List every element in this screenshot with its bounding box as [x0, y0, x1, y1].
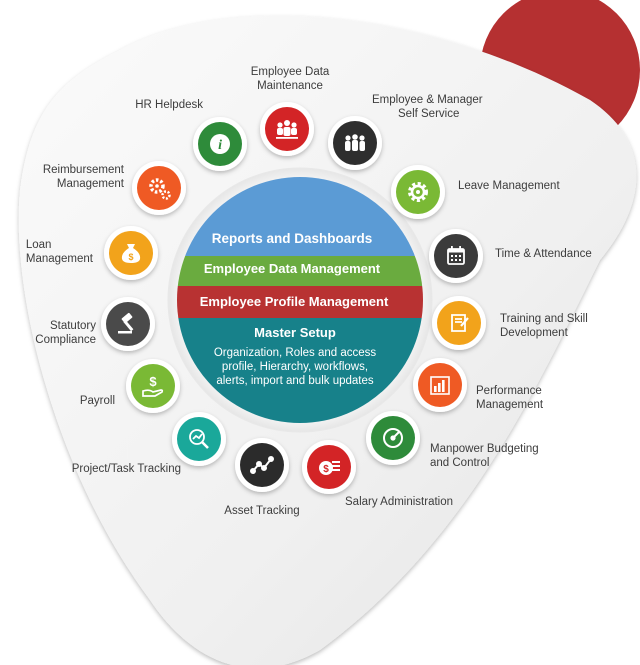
label-line: Salary Administration	[345, 496, 454, 508]
band-data-management	[177, 256, 423, 286]
label-employee-data-maintenance: Employee Data Maintenance	[251, 65, 330, 93]
label-line: Reimbursement	[42, 164, 124, 176]
label-line: Employee Data	[250, 66, 330, 78]
label-hr-helpdesk: HR Helpdesk	[135, 98, 203, 112]
module-loan-management[interactable]: $	[104, 226, 158, 280]
label-time-attendance: Time & Attendance	[495, 247, 592, 261]
module-circle	[131, 364, 175, 408]
gauge-icon	[383, 428, 403, 448]
module-performance-management[interactable]	[413, 358, 467, 412]
info-icon: i	[210, 134, 230, 154]
module-leave-management[interactable]	[391, 165, 445, 219]
module-payroll[interactable]: $	[126, 359, 180, 413]
label-performance-management: Performance Management	[476, 384, 543, 412]
module-statutory-compliance[interactable]	[101, 297, 155, 351]
label-line: HR Helpdesk	[135, 99, 203, 111]
label-line: Compliance	[35, 334, 96, 346]
label-manpower-budgeting: Manpower Budgeting and Control	[430, 442, 539, 470]
label-salary-administration: Salary Administration	[345, 495, 453, 509]
gear-icon	[408, 182, 428, 202]
module-employee-manager-self-service[interactable]	[328, 116, 382, 170]
certificate-icon	[451, 314, 469, 332]
label-line: Manpower Budgeting	[430, 443, 539, 455]
label-line: Loan	[25, 239, 52, 251]
label-asset-tracking: Asset Tracking	[224, 504, 299, 518]
svg-text:$: $	[128, 252, 133, 262]
money-icon: $	[319, 461, 340, 475]
reports-dashboards-label: Reports and Dashboards	[212, 231, 373, 246]
chart-magnifier-icon	[189, 429, 209, 449]
label-statutory-compliance: Statutory Compliance	[35, 319, 96, 347]
money-bag-icon: $	[121, 244, 141, 263]
master-setup-line-2: profile, Hierarchy, workflows,	[222, 361, 368, 373]
label-line: Asset Tracking	[224, 505, 300, 517]
label-project-task-tracking: Project/Task Tracking	[72, 462, 181, 476]
master-setup-line-1: Organization, Roles and access	[214, 347, 377, 359]
module-employee-data-maintenance[interactable]	[260, 102, 314, 156]
employee-data-management-label: Employee Data Management	[204, 261, 381, 276]
module-icons: $ $	[101, 102, 486, 494]
master-setup-line-3: alerts, import and bulk updates	[216, 375, 374, 387]
gavel-icon	[118, 312, 134, 334]
label-reimbursement-management: Reimbursement Management	[43, 163, 124, 191]
master-setup-title: Master Setup	[254, 325, 336, 340]
label-line: Performance	[476, 385, 542, 397]
module-asset-tracking[interactable]	[235, 438, 289, 492]
label-leave-management: Leave Management	[458, 179, 560, 193]
label-line: Management	[25, 253, 93, 265]
label-line: Development	[500, 327, 568, 339]
group-presentation-icon	[345, 134, 365, 151]
label-line: Project/Task Tracking	[71, 463, 181, 475]
label-loan-management: Loan Management	[26, 238, 93, 266]
label-line: and Control	[430, 457, 490, 469]
gears-icon	[149, 178, 171, 200]
module-salary-administration[interactable]: $	[302, 440, 356, 494]
label-line: Statutory	[49, 320, 96, 332]
center-core	[177, 177, 423, 423]
label-line: Payroll	[79, 395, 115, 407]
module-project-task-tracking[interactable]	[172, 412, 226, 466]
label-line: Time & Attendance	[495, 248, 592, 260]
bar-chart-icon	[430, 376, 450, 395]
label-line: Maintenance	[257, 80, 323, 92]
svg-text:$: $	[323, 464, 329, 475]
module-circle	[240, 443, 284, 487]
module-reimbursement-management[interactable]	[132, 161, 186, 215]
module-circle	[437, 301, 481, 345]
label-payroll: Payroll	[80, 394, 115, 408]
label-line: Leave Management	[458, 180, 560, 192]
module-training-skill-development[interactable]	[432, 296, 486, 350]
label-training-skill-development: Training and Skill Development	[500, 312, 588, 340]
calendar-icon	[447, 246, 465, 265]
label-line: Management	[56, 178, 124, 190]
svg-text:i: i	[218, 138, 222, 153]
trend-line-icon	[250, 456, 274, 474]
label-employee-manager-self-service: Employee & Manager Self Service	[372, 93, 483, 121]
module-time-attendance[interactable]	[429, 229, 483, 283]
module-manpower-budgeting[interactable]	[366, 411, 420, 465]
employee-profile-management-label: Employee Profile Management	[200, 294, 389, 309]
label-line: Management	[476, 399, 544, 411]
band-profile-management	[177, 286, 423, 318]
module-hr-helpdesk[interactable]: i	[193, 117, 247, 171]
people-group-icon	[276, 120, 298, 139]
svg-text:$: $	[149, 374, 157, 389]
label-line: Employee & Manager	[372, 94, 483, 106]
hand-dollar-icon: $	[142, 374, 164, 397]
module-circle	[137, 166, 181, 210]
label-line: Training and Skill	[500, 313, 588, 325]
label-line: Self Service	[398, 108, 460, 120]
